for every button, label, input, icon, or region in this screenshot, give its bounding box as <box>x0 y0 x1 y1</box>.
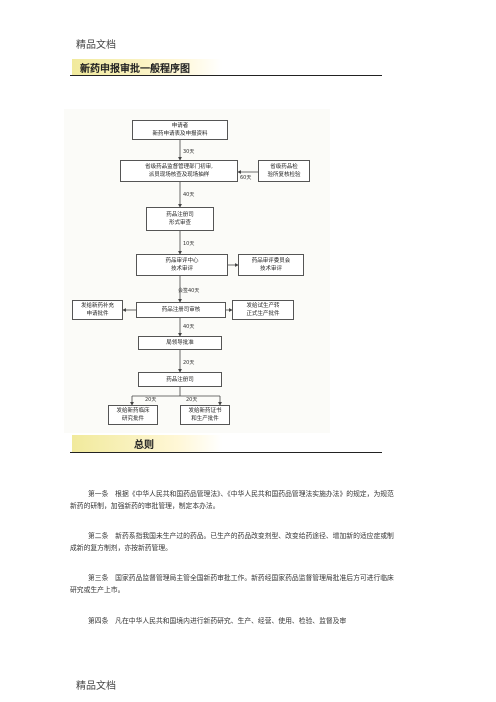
box-registry-review: 药品注册司审核 <box>136 302 226 318</box>
page-footer: 精品文档 <box>76 681 116 692</box>
box-line: 新药申请表及申报资料 <box>152 131 208 137</box>
label-days: 60天 <box>240 175 252 181</box>
box-province-review: 省级药品监督管理部门初审, 派员现场核查及现场抽样 <box>120 160 238 182</box>
box-line: 正式生产批件 <box>246 311 280 317</box>
box-line: 研究批件 <box>121 416 144 422</box>
label-days: 会签40天 <box>178 288 200 294</box>
box-line: 申请者 <box>171 123 189 129</box>
box-line: 药品审评中心 <box>165 258 199 264</box>
box-line: 局领导批准 <box>166 340 194 346</box>
box-line: 技术审评 <box>170 266 193 272</box>
box-registry-form-review: 药品注册司 形式审查 <box>146 207 214 231</box>
box-line: 发给新药临床 <box>116 408 150 414</box>
box-line: 药品注册司 <box>166 212 194 218</box>
label-days: 20天 <box>186 397 198 403</box>
box-applicant: 申请者 新药申请表及申报资料 <box>132 120 228 140</box>
box-line: 省级药品检 <box>270 164 298 170</box>
article-paragraph: 第一条 根据《中华人民共和国药品管理法》、《中华人民共和国药品管理法实施办法》的… <box>70 490 394 510</box>
label-days: 40天 <box>183 192 195 198</box>
box-line: 药品审评委员会 <box>251 258 291 264</box>
box-review-committee: 药品审评委员会 技术审评 <box>238 254 304 276</box>
box-provincial-lab: 省级药品检 验所复核检验 <box>258 160 310 182</box>
article-paragraph: 第二条 新药系指我国未生产过的药品。已生产的药品改变剂型、改变给药途径、增加新的… <box>70 532 394 552</box>
box-line: 发给试生产转 <box>246 303 280 309</box>
article-paragraph: 第三条 国家药品监督管理局主管全国新药审批工作。新药经国家药品监督管理局批准后方… <box>70 574 394 594</box>
label-days: 20天 <box>145 397 157 403</box>
article-paragraph: 第四条 凡在中华人民共和国境内进行新药研究、生产、经营、使用、检验、监督及审 <box>88 617 347 625</box>
label-days: 30天 <box>183 149 195 155</box>
box-line: 药品注册司 <box>166 376 194 383</box>
page-header: 精品文档 <box>76 40 116 51</box>
box-certificate-approval: 发给新药证书 和生产批件 <box>180 405 230 425</box>
box-line: 派员现场核查及现场抽样 <box>148 172 210 178</box>
box-line: 验所复核检验 <box>267 172 301 178</box>
box-line: 和生产批件 <box>191 416 219 422</box>
box-line: 发给新药证书 <box>188 408 222 414</box>
box-line: 省级药品监督管理部门初审, <box>145 164 213 170</box>
box-registry-final: 药品注册司 <box>138 372 222 387</box>
box-evaluation-center: 药品审评中心 技术审评 <box>136 254 228 276</box>
section-rule <box>70 452 382 453</box>
box-line: 申请批件 <box>86 311 109 317</box>
box-director-approval: 局领导批准 <box>138 336 222 350</box>
flowchart-section-title: 新药申报审批一般程序图 <box>72 59 222 76</box>
box-line: 技术审评 <box>259 266 282 272</box>
label-days: 10天 <box>183 241 195 247</box>
box-line: 药品注册司审核 <box>161 307 201 313</box>
label-days: 20天 <box>183 360 195 366</box>
general-section-title: 总则 <box>72 435 222 452</box>
box-trial-to-formal-approval: 发给试生产转 正式生产批件 <box>232 300 294 320</box>
label-days: 40天 <box>183 324 195 330</box>
box-clinical-approval: 发给新药临床 研究批件 <box>108 405 158 425</box>
general-section-title-text: 总则 <box>134 440 154 451</box>
box-supplement-approval: 发给新药补充 申请批件 <box>72 300 123 320</box>
box-line: 发给新药补充 <box>80 303 114 309</box>
box-line: 形式审查 <box>168 220 191 226</box>
section-rule <box>70 75 382 76</box>
